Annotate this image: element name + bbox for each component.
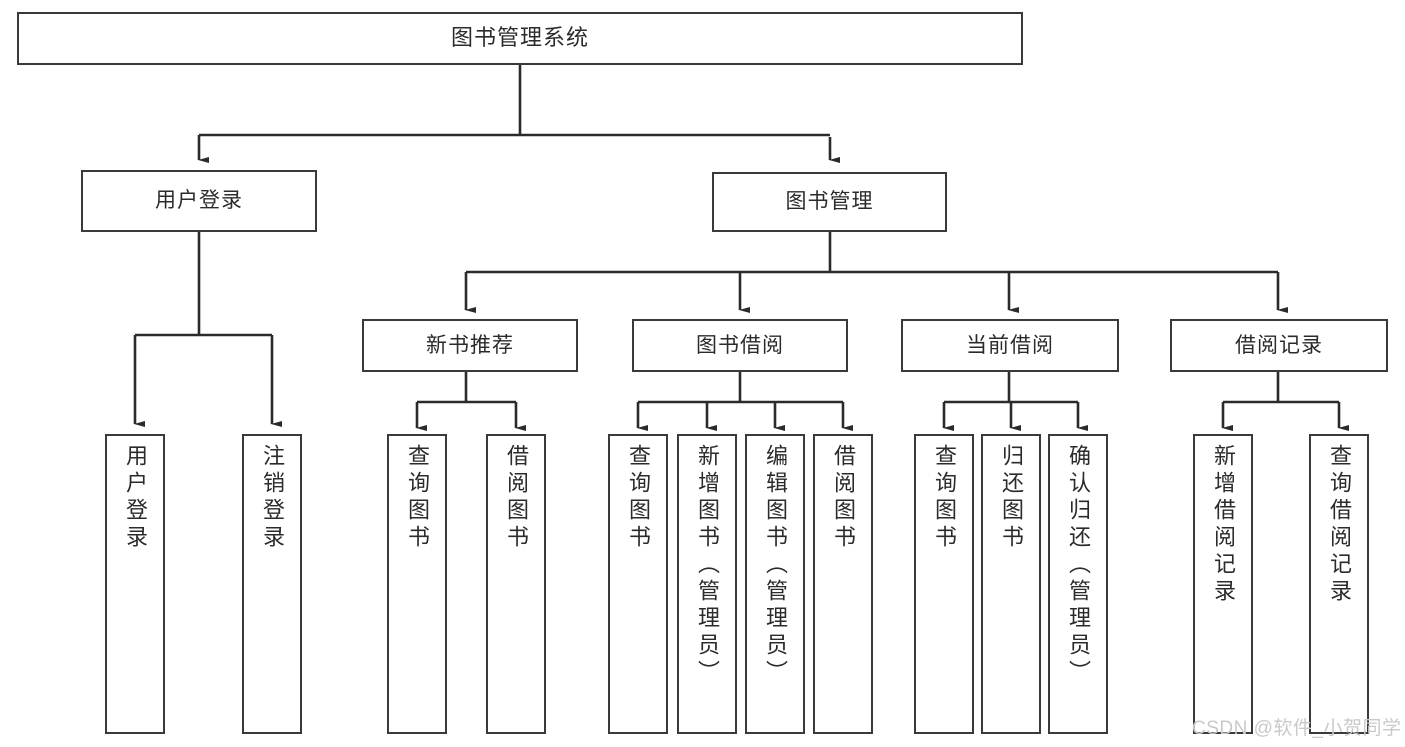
node-label: 借阅图书 [504, 444, 529, 552]
node-label: 图书借阅 [696, 333, 784, 357]
node-new-book-recommend[interactable]: 新书推荐 [362, 319, 578, 372]
node-label: 新增图书（管理员） [695, 444, 720, 687]
node-borrow-record[interactable]: 借阅记录 [1170, 319, 1388, 372]
node-label: 借阅记录 [1235, 333, 1323, 357]
leaf-logout[interactable]: 注销登录 [242, 434, 302, 734]
node-current-borrow[interactable]: 当前借阅 [901, 319, 1119, 372]
node-label: 用户登录 [155, 189, 243, 213]
leaf-current-confirm-return[interactable]: 确认归还（管理员） [1048, 434, 1108, 734]
node-book-management[interactable]: 图书管理 [712, 172, 947, 232]
node-label: 新书推荐 [426, 333, 514, 357]
leaf-record-query-record[interactable]: 查询借阅记录 [1309, 434, 1369, 734]
node-user-login[interactable]: 用户登录 [81, 170, 317, 232]
node-root[interactable]: 图书管理系统 [17, 12, 1023, 65]
leaf-borrow-edit-book[interactable]: 编辑图书（管理员） [745, 434, 805, 734]
node-label: 当前借阅 [966, 333, 1054, 357]
node-label: 注销登录 [260, 444, 285, 552]
node-label: 用户登录 [123, 444, 148, 552]
node-label: 确认归还（管理员） [1066, 444, 1091, 687]
leaf-current-return-book[interactable]: 归还图书 [981, 434, 1041, 734]
leaf-recommend-query-book[interactable]: 查询图书 [387, 434, 447, 734]
node-label: 查询图书 [932, 444, 957, 552]
leaf-record-add-record[interactable]: 新增借阅记录 [1193, 434, 1253, 734]
watermark: CSDN @软件_小贺同学 [1192, 718, 1402, 739]
node-label: 图书管理系统 [450, 25, 589, 51]
leaf-user-login[interactable]: 用户登录 [105, 434, 165, 734]
node-label: 查询图书 [626, 444, 651, 552]
node-book-borrow[interactable]: 图书借阅 [632, 319, 848, 372]
node-label: 查询借阅记录 [1327, 444, 1352, 606]
node-label: 归还图书 [999, 444, 1024, 552]
node-label: 新增借阅记录 [1211, 444, 1236, 606]
node-label: 编辑图书（管理员） [763, 444, 788, 687]
leaf-borrow-query-book[interactable]: 查询图书 [608, 434, 668, 734]
node-label: 查询图书 [405, 444, 430, 552]
leaf-current-query-book[interactable]: 查询图书 [914, 434, 974, 734]
leaf-borrow-add-book[interactable]: 新增图书（管理员） [677, 434, 737, 734]
leaf-recommend-borrow-book[interactable]: 借阅图书 [486, 434, 546, 734]
leaf-borrow-borrow-book[interactable]: 借阅图书 [813, 434, 873, 734]
node-label: 借阅图书 [831, 444, 856, 552]
node-label: 图书管理 [785, 190, 874, 214]
